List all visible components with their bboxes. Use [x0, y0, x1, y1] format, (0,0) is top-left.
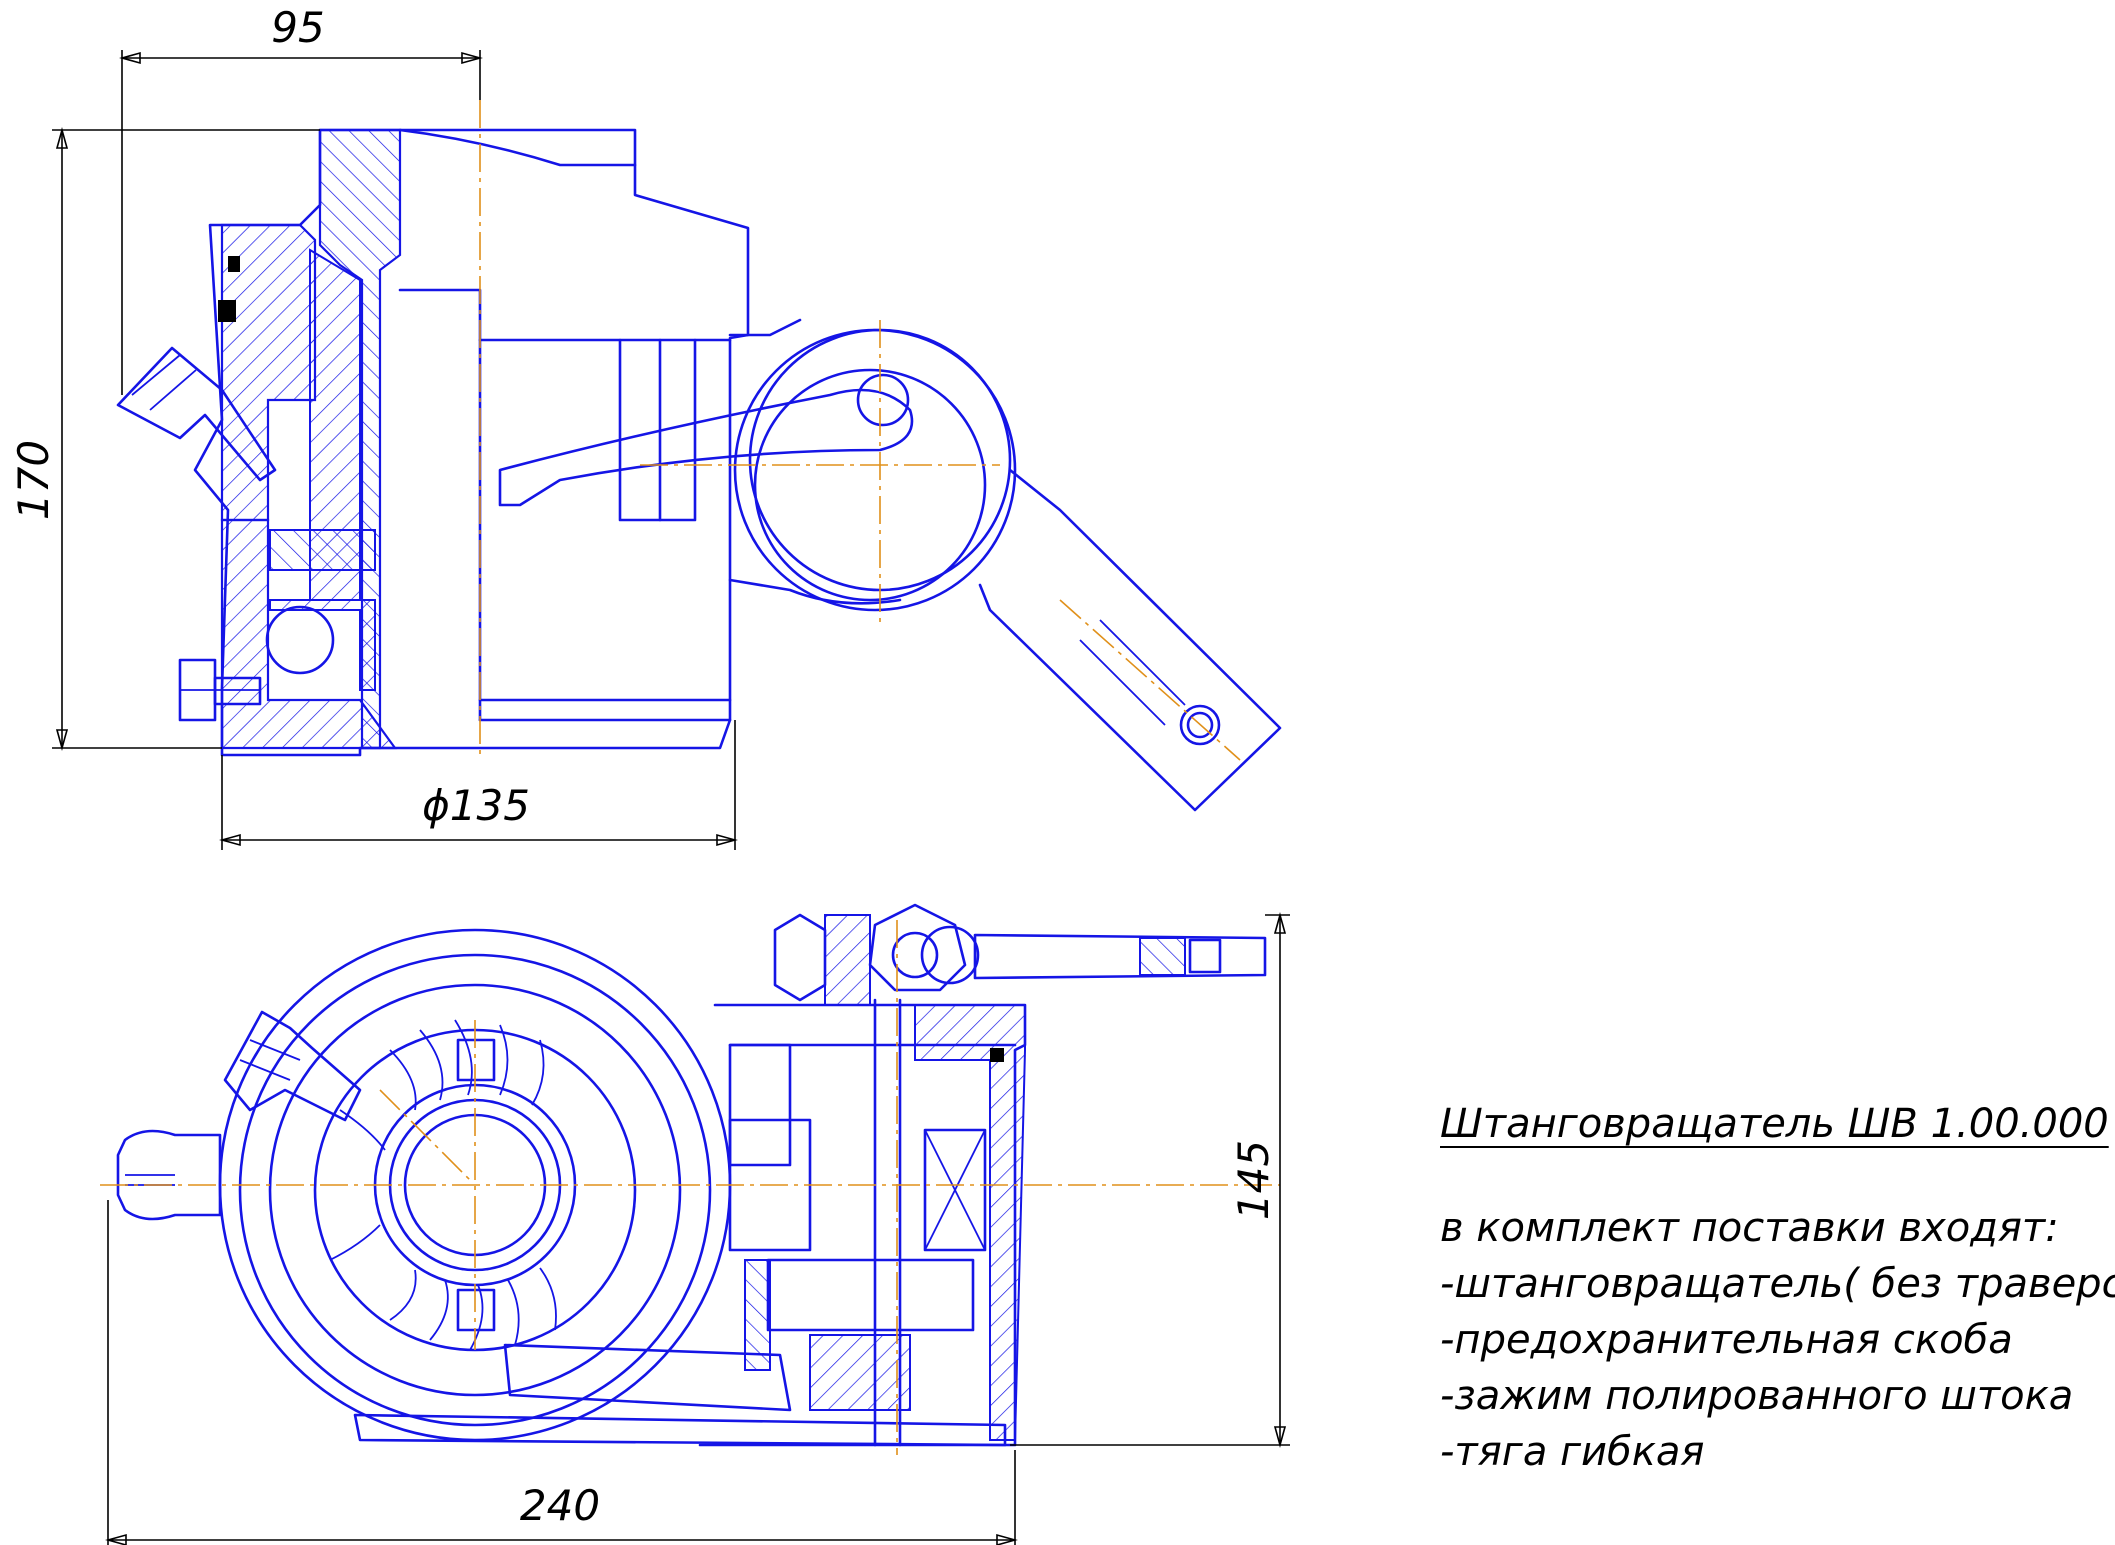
- supply-heading: в комплект поставки входят:: [1440, 1205, 2059, 1251]
- supply-item: -штанговращатель( без траверсы): [1440, 1261, 2115, 1307]
- supply-item: -тяга гибкая: [1440, 1429, 1705, 1475]
- dim-bottom-height: 145: [1229, 1140, 1278, 1220]
- supply-item: -предохранительная скоба: [1440, 1317, 2013, 1363]
- bottom-dimensions: 145 240: [105, 912, 1290, 1545]
- dim-bottom-width: 240: [520, 1481, 600, 1530]
- dim-top-height: 170: [9, 440, 58, 520]
- top-view: [116, 100, 1282, 812]
- drawing-title: Штанговращатель ШВ 1.00.000: [1440, 1101, 2109, 1147]
- bottom-view: [100, 903, 1280, 1455]
- dim-top-diameter: ϕ135: [422, 781, 530, 830]
- top-dimensions: 95 170 ϕ135: [9, 3, 738, 850]
- supply-item: -зажим полированного штока: [1440, 1373, 2074, 1419]
- supply-list: в комплект поставки входят: -штанговраща…: [1440, 1200, 2115, 1480]
- dim-top-width: 95: [271, 3, 324, 52]
